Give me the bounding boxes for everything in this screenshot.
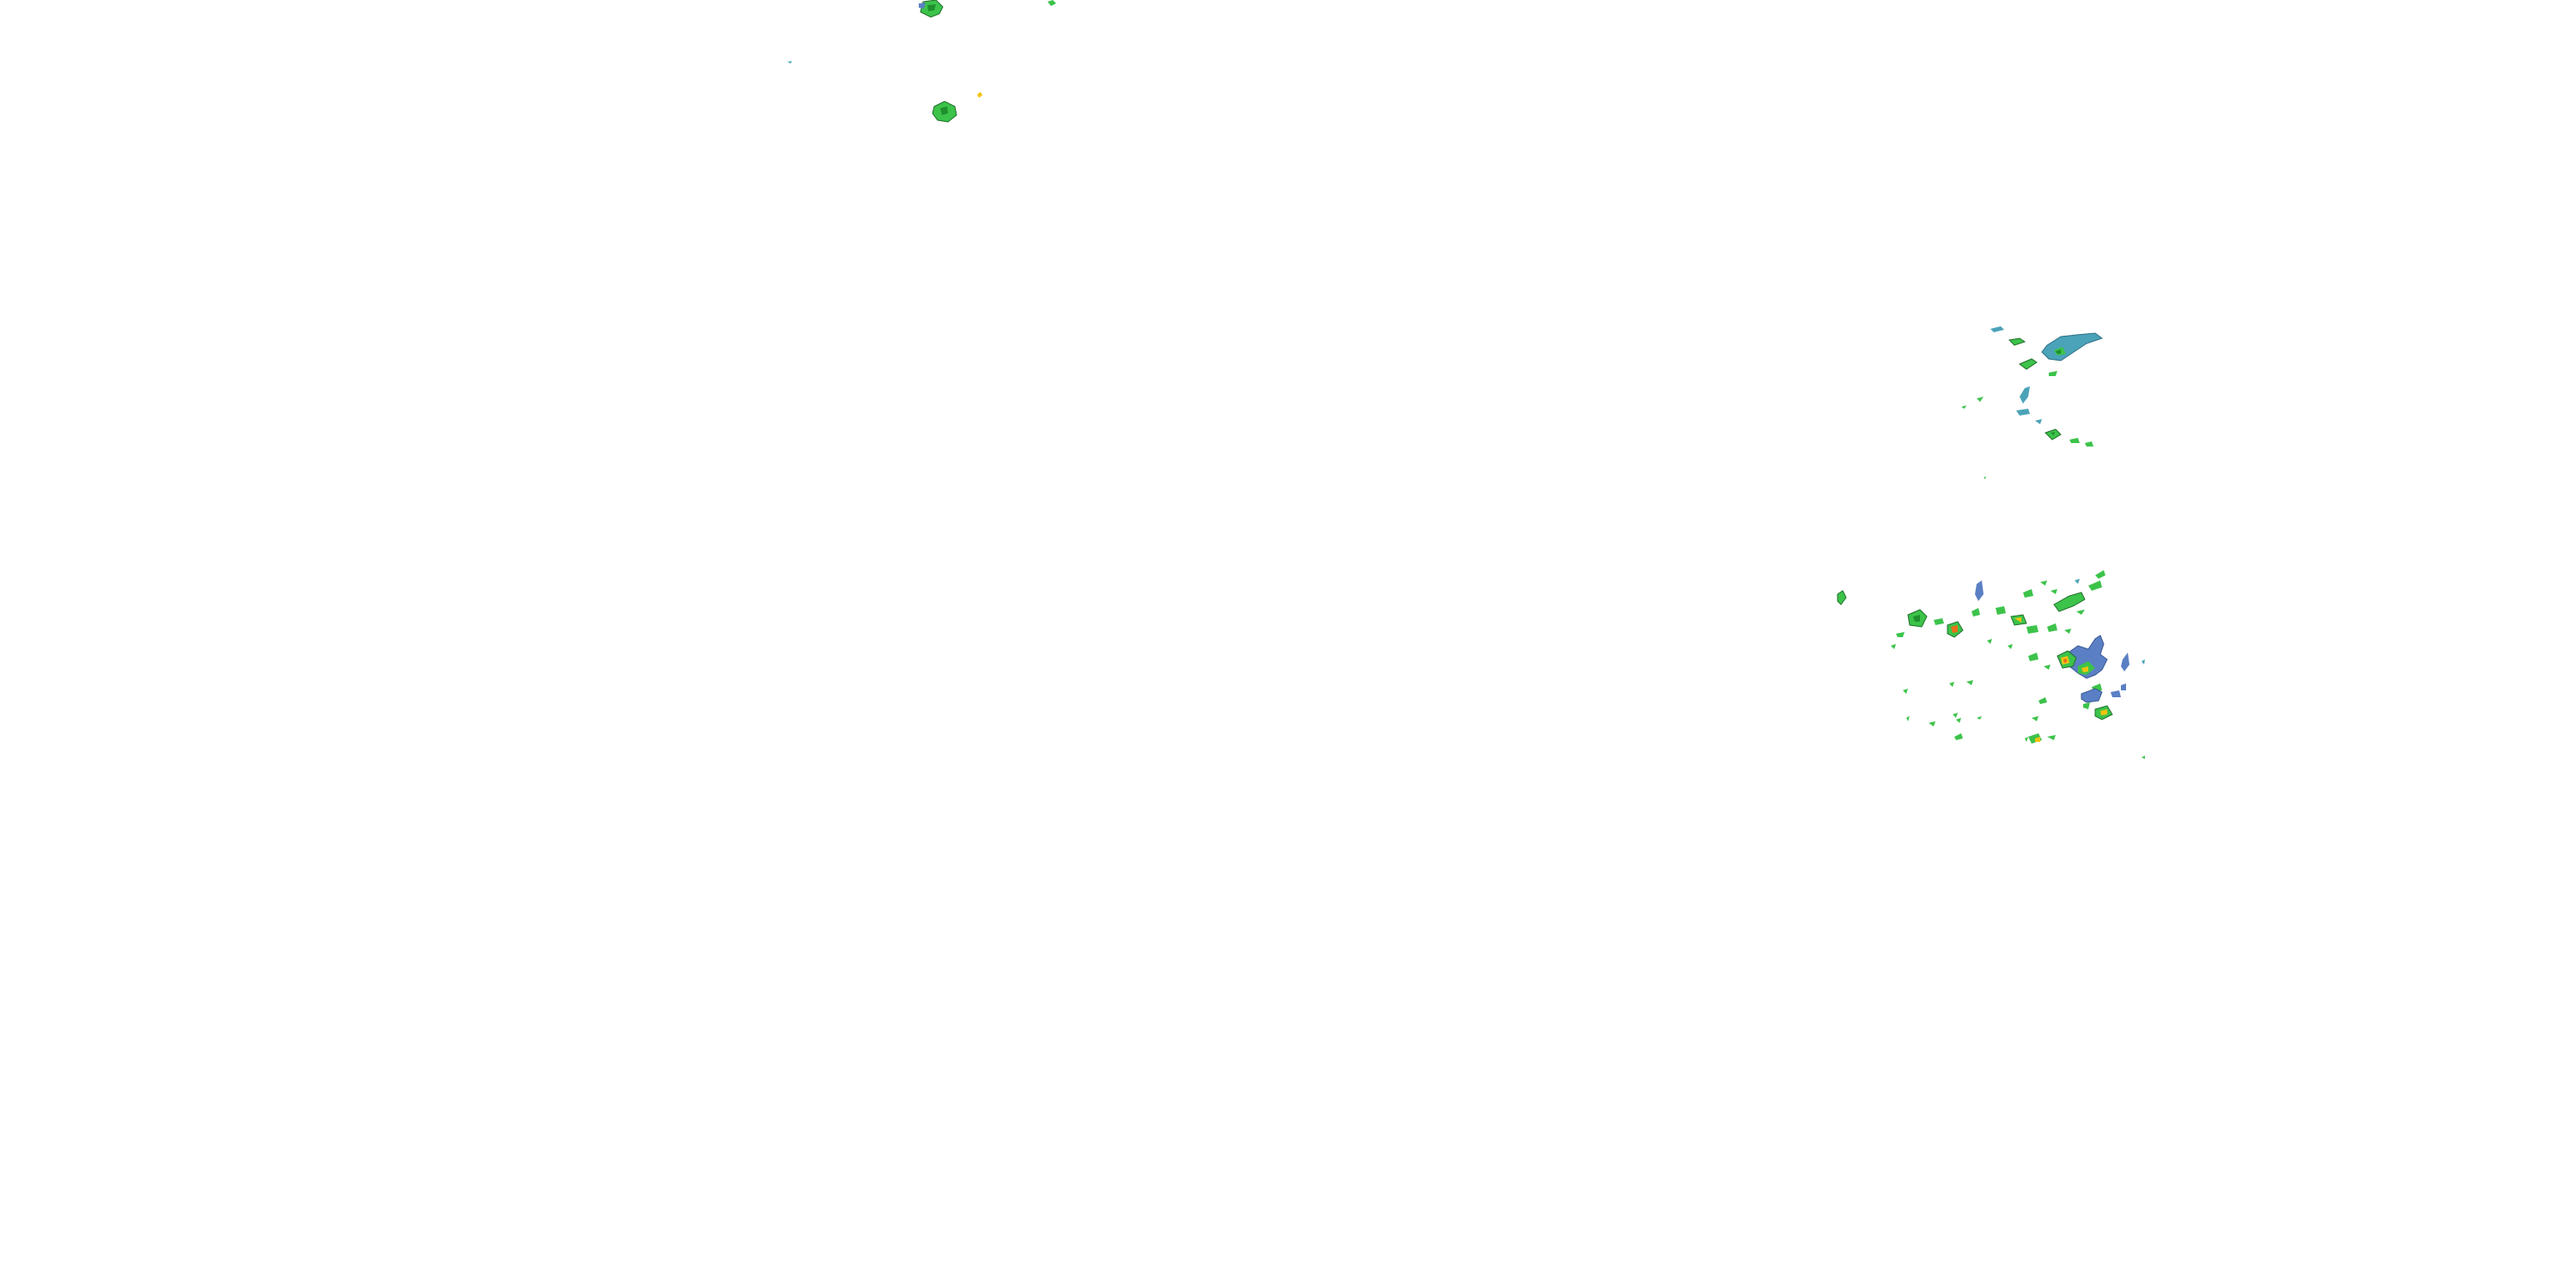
echo-nw-1-core (927, 4, 936, 11)
echo-nw-2 (1048, 0, 1056, 6)
echo-el-46 (2035, 737, 2040, 742)
echo-el-27 (2121, 683, 2126, 690)
echo-el-45 (2025, 737, 2028, 742)
echo-el-9-core (2014, 617, 2021, 623)
echo-el-50 (2008, 644, 2013, 649)
east-upper-cluster (1961, 326, 2104, 479)
echo-el-5-core (1951, 625, 1958, 633)
echo-el-26 (2111, 690, 2121, 697)
echo-el-8 (1996, 606, 2006, 615)
east-lower-cluster (1837, 570, 2145, 759)
echo-el-16 (2050, 589, 2057, 594)
echo-el-1 (1837, 590, 1847, 605)
echo-el-4 (1934, 618, 1944, 625)
echo-el-28-core (2100, 709, 2107, 715)
echo-el-3-core (1913, 615, 1920, 622)
echo-el-17 (2076, 610, 2085, 615)
echo-el-7 (1971, 608, 1980, 617)
echo-eu-13 (2085, 441, 2093, 447)
echo-el-6 (1896, 632, 1905, 637)
echo-el-49 (1987, 639, 1992, 644)
echo-el-14 (2075, 579, 2080, 584)
echo-el-24 (2081, 688, 2103, 703)
echo-eu-7 (2016, 409, 2030, 416)
echo-el-18 (2047, 623, 2057, 632)
echo-el-38 (1891, 644, 1896, 649)
echo-el-20-yellow2 (2081, 666, 2088, 672)
echo-eu-1 (1990, 326, 2004, 332)
echo-el-40 (2044, 665, 2050, 670)
echo-el-39 (2028, 653, 2038, 661)
echo-nw-1-blue (919, 3, 926, 9)
echo-el-33 (1956, 718, 1961, 723)
echo-el-48 (2023, 589, 2033, 598)
echo-el-15 (2040, 580, 2047, 586)
echo-eu-10 (2035, 419, 2042, 424)
echo-el-25 (2083, 702, 2090, 709)
echo-eu-4 (2019, 358, 2038, 370)
echo-el-41 (2038, 697, 2047, 704)
echo-eu-2 (2008, 337, 2026, 346)
echo-eu-3-core2 (2056, 349, 2061, 354)
echo-el-21 (2121, 653, 2129, 671)
echo-eu-12 (2069, 438, 2080, 443)
echo-nw-5 (977, 92, 982, 98)
northwest-cluster (787, 0, 1056, 123)
echo-el-20 (2065, 635, 2108, 679)
echo-el-20-orange (2063, 659, 2067, 663)
echo-el-19 (2064, 629, 2071, 634)
echo-eu-11-core (2050, 432, 2055, 435)
echo-el-12 (2088, 580, 2102, 591)
echo-el-29 (1966, 680, 1973, 685)
echo-nw-3 (787, 61, 792, 64)
echo-eu-5 (2049, 371, 2057, 376)
echo-el-44 (2047, 735, 2056, 740)
echo-eu-8 (1977, 397, 1984, 402)
echo-el-37 (1903, 689, 1908, 694)
echo-el-2 (1975, 580, 1984, 601)
echo-el-35 (1929, 721, 1935, 726)
echo-el-31 (1953, 713, 1958, 718)
echo-el-10 (2026, 625, 2038, 634)
echo-eu-9 (1961, 405, 1966, 409)
echo-el-42 (2032, 716, 2038, 721)
echo-el-32 (1977, 716, 1982, 720)
echo-el-13 (2095, 570, 2105, 579)
echo-eu-6 (2020, 386, 2030, 404)
echo-el-22 (2142, 659, 2145, 665)
echo-el-47 (2142, 756, 2145, 759)
echo-el-30 (1949, 682, 1954, 687)
echo-el-36 (1906, 716, 1910, 721)
echo-el-34 (1954, 733, 1963, 740)
echo-eu-14 (1984, 477, 1986, 479)
echo-nw-4-core (940, 106, 948, 115)
echo-el-11 (2053, 592, 2086, 612)
